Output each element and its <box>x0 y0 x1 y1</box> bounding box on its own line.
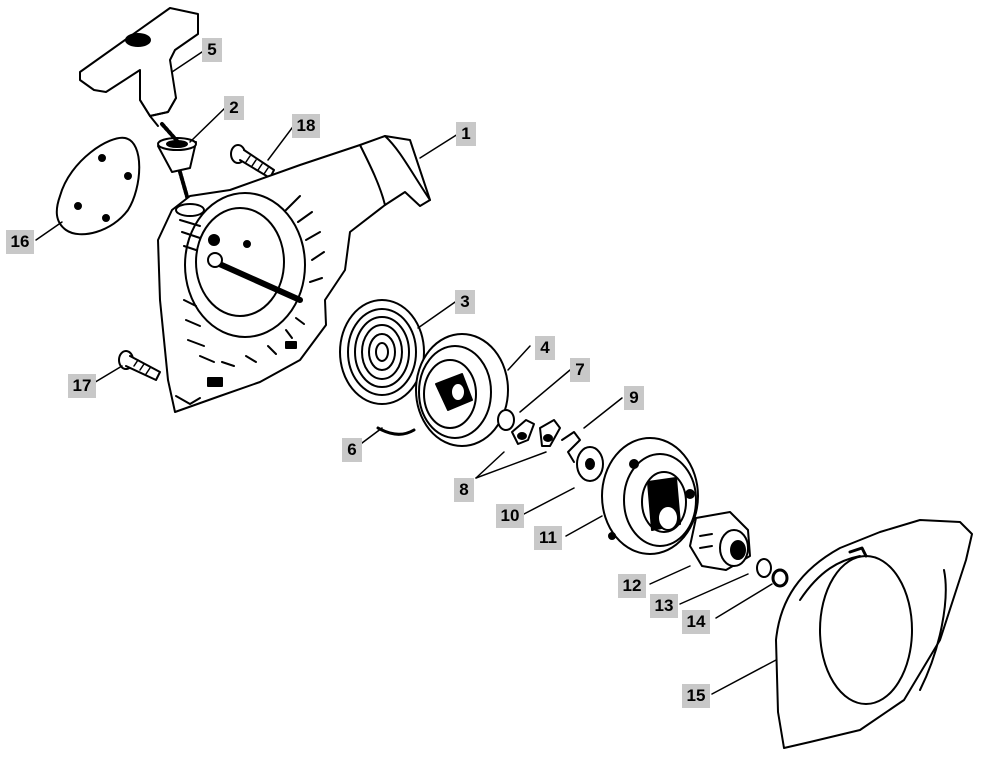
part-label-7: 7 <box>570 358 590 382</box>
part-label-16: 16 <box>6 230 34 254</box>
part-label-9: 9 <box>624 386 644 410</box>
hub-12 <box>689 511 751 571</box>
washer-13 <box>756 558 772 578</box>
screw-17 <box>118 350 161 381</box>
part-label-6: 6 <box>342 438 362 462</box>
part-label-3: 3 <box>455 290 475 314</box>
part-label-12: 12 <box>618 574 646 598</box>
circlip-14 <box>771 568 789 588</box>
fan-housing <box>157 135 431 413</box>
starter-grip <box>79 7 199 127</box>
part-label-1: 1 <box>456 122 476 146</box>
part-label-10: 10 <box>496 504 524 528</box>
rewind-spring <box>339 299 425 405</box>
part-label-17: 17 <box>68 374 96 398</box>
leader-lines <box>35 49 777 695</box>
part-label-11: 11 <box>534 526 562 550</box>
screw-18 <box>230 144 275 179</box>
part-label-4: 4 <box>535 336 555 360</box>
cover-plate <box>55 136 141 236</box>
part-label-14: 14 <box>682 610 710 634</box>
cover-15 <box>775 519 973 749</box>
pawls <box>511 419 561 447</box>
washer-10 <box>576 446 604 482</box>
carrier-11 <box>601 437 699 555</box>
spring-clip-9 <box>561 431 581 463</box>
part-label-18: 18 <box>292 114 320 138</box>
rope-6 <box>376 426 416 436</box>
starter-rope <box>160 122 190 202</box>
rope-rotor <box>415 333 509 447</box>
part-label-2: 2 <box>224 96 244 120</box>
part-label-13: 13 <box>650 594 678 618</box>
washer-7 <box>497 409 515 431</box>
part-label-8: 8 <box>454 478 474 502</box>
part-label-15: 15 <box>682 684 710 708</box>
part-label-5: 5 <box>202 38 222 62</box>
rope-bushing <box>157 137 197 173</box>
